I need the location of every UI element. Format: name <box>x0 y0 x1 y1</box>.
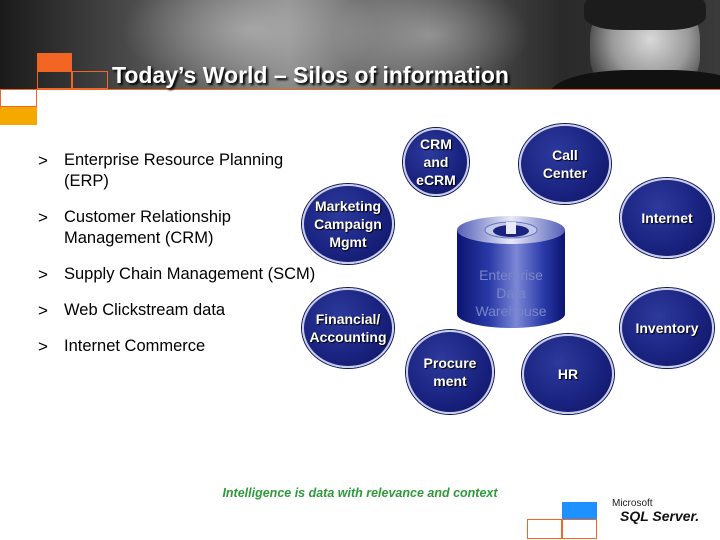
bullet-text: Supply Chain Management (SCM) <box>64 265 316 283</box>
sql-server-logo: Microsoft SQL Server. <box>612 498 712 530</box>
bullet-marker: > <box>38 151 48 170</box>
bullet-marker: > <box>38 337 48 356</box>
list-item: > Web Clickstream data <box>38 300 328 321</box>
header-highlight <box>330 0 530 90</box>
list-item: > Customer Relationship Management (CRM) <box>38 207 328 249</box>
node-label: Internet <box>641 210 693 226</box>
bullet-marker: > <box>38 208 48 227</box>
node-inventory: Inventory <box>620 288 714 368</box>
bullet-marker: > <box>38 265 48 284</box>
bullet-list: > Enterprise Resource Planning (ERP) > C… <box>38 150 328 372</box>
node-procurement: Procure ment <box>406 330 494 414</box>
deco-square-orange-outline <box>72 71 108 89</box>
node-call-center: Call Center <box>519 124 611 204</box>
node-label: CRM and eCRM <box>416 136 456 188</box>
node-label: Call Center <box>542 147 588 181</box>
deco-square-orange-outline <box>0 89 37 107</box>
person-photo <box>550 0 720 90</box>
node-label: HR <box>557 366 579 382</box>
logo-company: Microsoft <box>612 498 653 509</box>
bullet-text: Internet Commerce <box>64 337 206 355</box>
bullet-text: Customer Relationship Management (CRM) <box>64 208 231 247</box>
node-label: Procure ment <box>423 355 477 389</box>
deco-square-yellow <box>0 107 37 125</box>
node-label: Financial/ Accounting <box>309 311 387 345</box>
bullet-marker: > <box>38 301 48 320</box>
node-label: Marketing Campaign Mgmt <box>314 198 382 250</box>
list-item: > Supply Chain Management (SCM) <box>38 264 328 285</box>
node-marketing: Marketing Campaign Mgmt <box>302 184 394 264</box>
node-internet: Internet <box>620 178 714 258</box>
deco-square-orange <box>37 53 72 71</box>
node-label: Inventory <box>635 320 699 336</box>
node-crm: CRM and eCRM <box>403 128 469 196</box>
deco-square-orange-outline <box>37 71 72 89</box>
header-photo <box>0 0 720 90</box>
deco-square-orange-outline <box>527 519 562 539</box>
warehouse-cylinder-icon <box>457 216 565 328</box>
node-financial: Financial/ Accounting <box>302 288 394 368</box>
list-item: > Internet Commerce <box>38 336 328 357</box>
deco-square-orange-outline <box>562 519 597 539</box>
bullet-text: Web Clickstream data <box>64 301 226 319</box>
logo-product: SQL Server. <box>620 508 700 524</box>
warehouse-label: Enterprise Data Warehouse <box>475 267 547 319</box>
list-item: > Enterprise Resource Planning (ERP) <box>38 150 328 192</box>
node-hr: HR <box>522 334 614 414</box>
bullet-text: Enterprise Resource Planning (ERP) <box>64 151 284 190</box>
deco-square-blue <box>562 502 597 519</box>
page-title: Today’s World – Silos of information <box>112 62 509 88</box>
deco-line <box>0 89 720 90</box>
footer-caption: Intelligence is data with relevance and … <box>222 486 498 500</box>
